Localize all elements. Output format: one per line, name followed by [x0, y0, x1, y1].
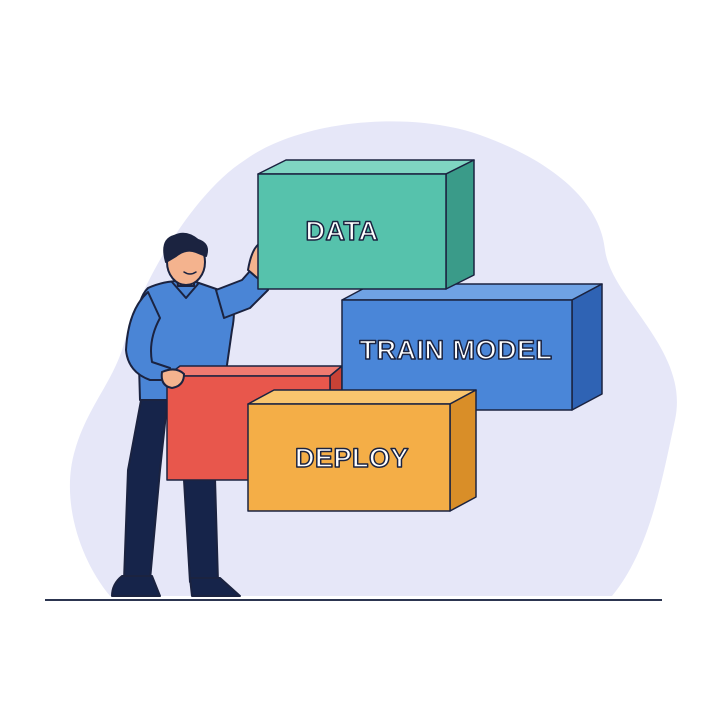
- person-left-arm: [125, 291, 173, 381]
- deploy-block-front: [247, 403, 451, 512]
- deploy-block: DEPLOY: [247, 389, 477, 512]
- person-left-hand: [160, 368, 186, 390]
- data-label: DATA: [306, 216, 379, 246]
- person-left-shoe: [111, 575, 161, 597]
- data-block: DATA: [257, 159, 475, 290]
- data-block-side: [445, 159, 475, 290]
- deploy-block-top: [247, 389, 477, 405]
- train-model-block-side: [571, 283, 603, 411]
- person-mouth: [183, 271, 197, 275]
- train-model-label: TRAIN MODEL: [360, 335, 553, 365]
- person-right-shoe: [189, 577, 241, 597]
- deploy-label: DEPLOY: [295, 443, 409, 473]
- data-block-top: [257, 159, 475, 175]
- red-block-top: [166, 365, 343, 377]
- data-block-front: [257, 173, 447, 290]
- deploy-block-side: [449, 389, 477, 512]
- person-hair: [163, 232, 208, 263]
